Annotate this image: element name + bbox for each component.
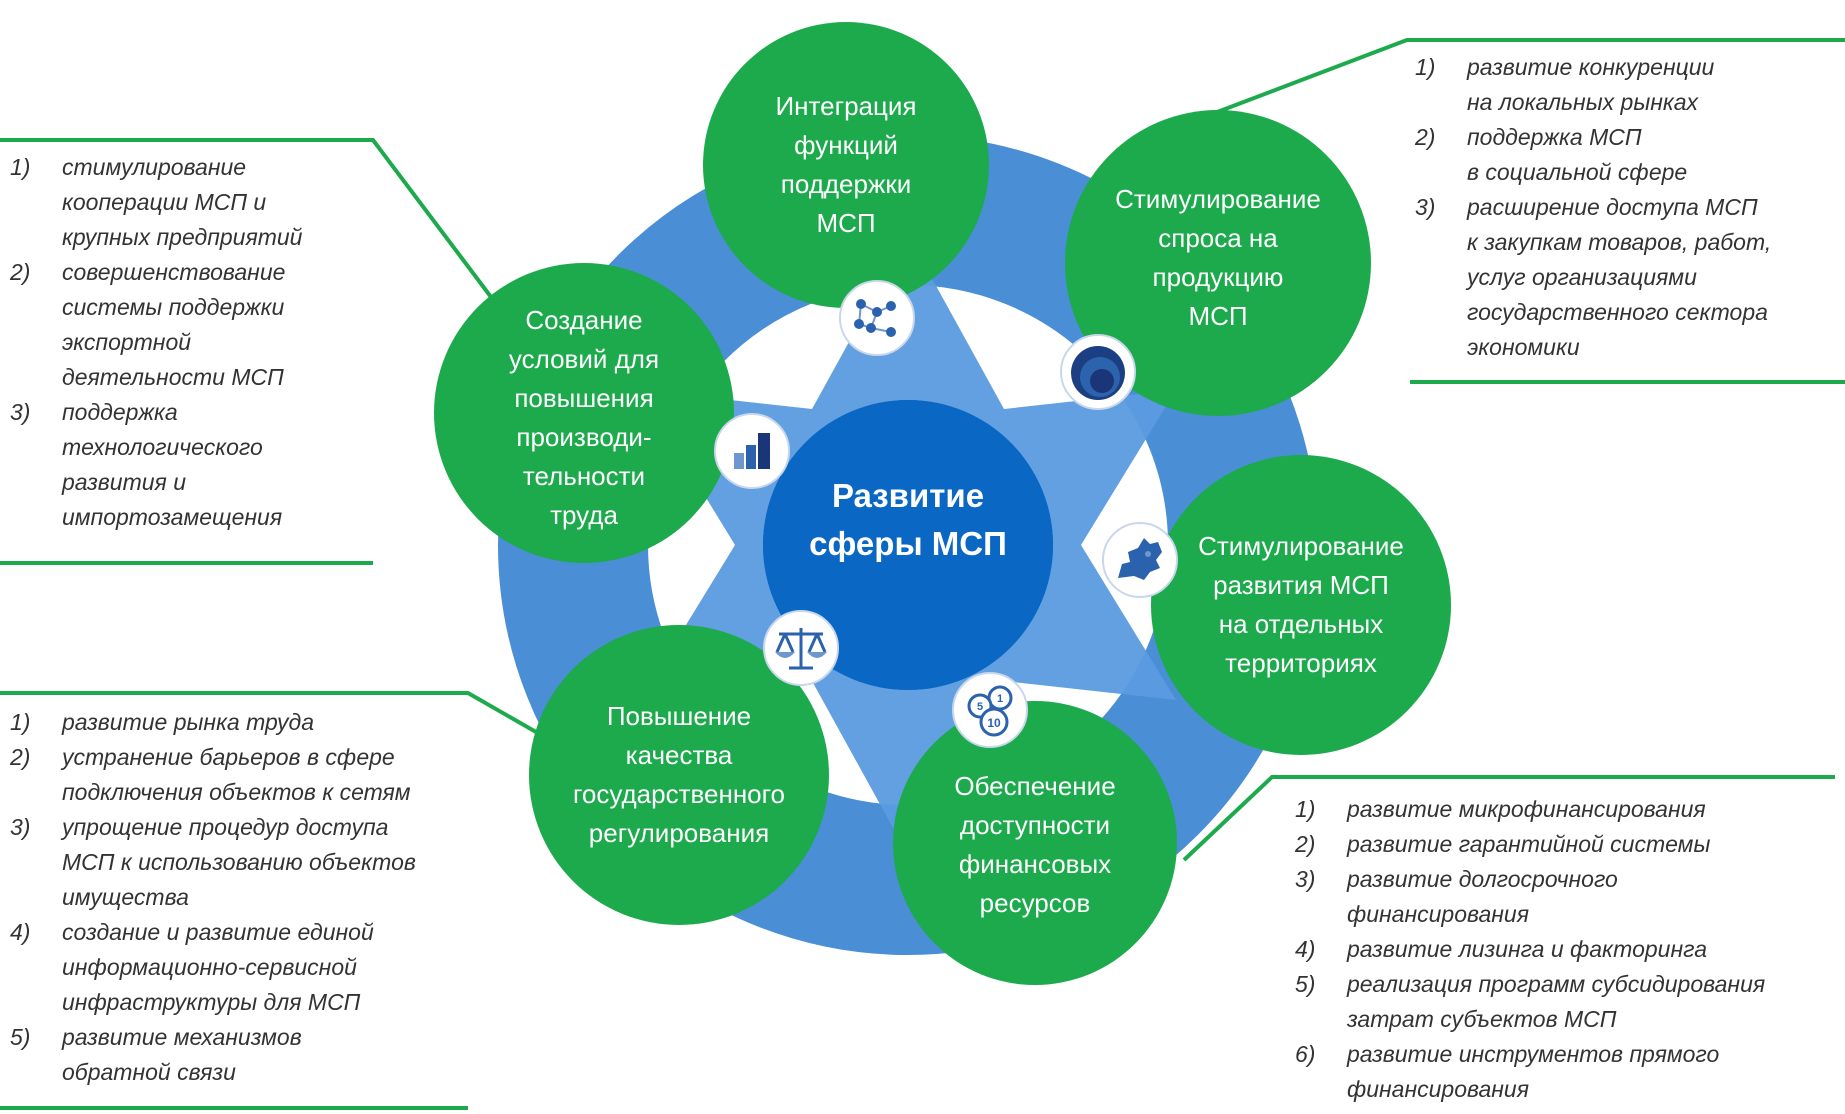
list-item: 5) реализация программ субсидирования зат… — [1295, 967, 1843, 1037]
list-item-number: 5) — [1295, 971, 1316, 997]
center-circle-large — [763, 400, 1053, 690]
list-item-text: устранение барьеров в сфере подключения … — [62, 744, 411, 805]
list-item-text: поддержка МСП в социальной сфере — [1467, 124, 1688, 185]
coins-icon: 1 5 10 — [952, 672, 1028, 748]
list-item-text: совершенствование системы поддержки эксп… — [62, 259, 286, 390]
list-item: 3) развитие долгосрочного финансирования — [1295, 862, 1843, 932]
list-item: 1) стимулирование кооперации МСП и крупны… — [10, 150, 370, 255]
list-bottom-left: 1) развитие рынка труда 2) устранение барь… — [10, 705, 480, 1090]
list-item-text: реализация программ субсидирования затра… — [1347, 971, 1766, 1032]
list-item-text: развитие конкуренции на локальных рынках — [1467, 54, 1715, 115]
coin-label-1: 1 — [997, 693, 1003, 705]
list-item: 2) поддержка МСП в социальной сфере — [1415, 120, 1840, 190]
node-regulation — [529, 625, 829, 925]
list-item-text: расширение доступа МСП к закупкам товаро… — [1467, 194, 1772, 360]
list-top-right: 1) развитие конкуренции на локальных рынк… — [1415, 50, 1840, 365]
list-bottom-right: 1) развитие микрофинансирования 2) развити… — [1295, 792, 1843, 1107]
list-item: 2) развитие гарантийной системы — [1295, 827, 1843, 862]
list-item-text: упрощение процедур доступа МСП к использ… — [62, 814, 416, 910]
node-label-productivity: Создание условий для повышения производи… — [508, 305, 660, 530]
node-integration — [703, 22, 989, 308]
list-item-number: 3) — [1295, 866, 1316, 892]
list-item: 2) совершенствование системы поддержки эк… — [10, 255, 370, 395]
list-item: 5) развитие механизмов обратной связи — [10, 1020, 480, 1090]
list-item: 4) создание и развитие единой информацион… — [10, 915, 480, 1020]
list-item: 3) упрощение процедур доступа МСП к испол… — [10, 810, 480, 915]
list-item-number: 2) — [1415, 124, 1436, 150]
scales-icon — [763, 610, 839, 686]
coin-label-5: 5 — [977, 701, 983, 713]
connector-top-left — [0, 138, 499, 307]
list-item-number: 1) — [1295, 796, 1316, 822]
list-item: 3) расширение доступа МСП к закупкам това… — [1415, 190, 1840, 365]
list-item-number: 6) — [1295, 1041, 1316, 1067]
list-item-text: стимулирование кооперации МСП и крупных … — [62, 154, 303, 250]
list-item-number: 3) — [10, 814, 31, 840]
list-item-number: 2) — [10, 259, 31, 285]
connector-bottom-left — [0, 691, 551, 742]
list-item-number: 2) — [10, 744, 31, 770]
map-icon — [1102, 522, 1178, 598]
list-top-left: 1) стимулирование кооперации МСП и крупны… — [10, 150, 370, 535]
list-item-number: 5) — [10, 1024, 31, 1050]
coin-label-10: 10 — [987, 716, 1001, 730]
list-item-text: поддержка технологического развития и им… — [62, 399, 283, 530]
list-item-text: создание и развитие единой информационно… — [62, 919, 374, 1015]
list-item-number: 3) — [1415, 194, 1436, 220]
node-productivity — [434, 263, 734, 563]
list-item-number: 4) — [10, 919, 31, 945]
list-item: 1) развитие конкуренции на локальных рынк… — [1415, 50, 1840, 120]
list-item-text: развитие долгосрочного финансирования — [1347, 866, 1618, 927]
list-item-number: 4) — [1295, 936, 1316, 962]
node-territories — [1151, 455, 1451, 755]
bubbles-icon — [1060, 334, 1136, 410]
network-icon — [839, 280, 915, 356]
list-item-text: развитие инструментов прямого финансиров… — [1347, 1041, 1720, 1102]
bar-chart-icon — [714, 413, 790, 489]
list-item: 4) развитие лизинга и факторинга — [1295, 932, 1843, 967]
node-demand — [1065, 110, 1371, 416]
list-item-number: 1) — [10, 154, 31, 180]
list-item-number: 2) — [1295, 831, 1316, 857]
node-label-regulation: Повышение качества государственного регу… — [572, 701, 786, 848]
list-item: 1) развитие микрофинансирования — [1295, 792, 1843, 827]
connector-bottom-right — [1182, 775, 1835, 862]
list-item-number: 1) — [1415, 54, 1436, 80]
node-label-demand: Стимулирование спроса на продукцию МСП — [1115, 184, 1321, 331]
node-label-integration: Интеграция функций поддержки МСП — [775, 91, 917, 238]
list-item: 1) развитие рынка труда — [10, 705, 480, 740]
list-item-text: развитие микрофинансирования — [1347, 796, 1706, 822]
list-item-number: 3) — [10, 399, 31, 425]
list-item-number: 1) — [10, 709, 31, 735]
list-item-text: развитие лизинга и факторинга — [1347, 936, 1707, 962]
list-item-text: развитие гарантийной системы — [1347, 831, 1711, 857]
list-item: 6) развитие инструментов прямого финансир… — [1295, 1037, 1843, 1107]
list-item-text: развитие механизмов обратной связи — [62, 1024, 302, 1085]
center-label: Развитие сферы МСП — [809, 477, 1007, 562]
node-finance — [893, 701, 1177, 985]
list-item: 2) устранение барьеров в сфере подключени… — [10, 740, 480, 810]
node-label-territories: Стимулирование развития МСП на отдельных… — [1198, 531, 1404, 678]
node-label-finance: Обеспечение доступности финансовых ресур… — [954, 771, 1116, 918]
list-item-text: развитие рынка труда — [62, 709, 315, 735]
list-item: 3) поддержка технологического развития и … — [10, 395, 370, 535]
